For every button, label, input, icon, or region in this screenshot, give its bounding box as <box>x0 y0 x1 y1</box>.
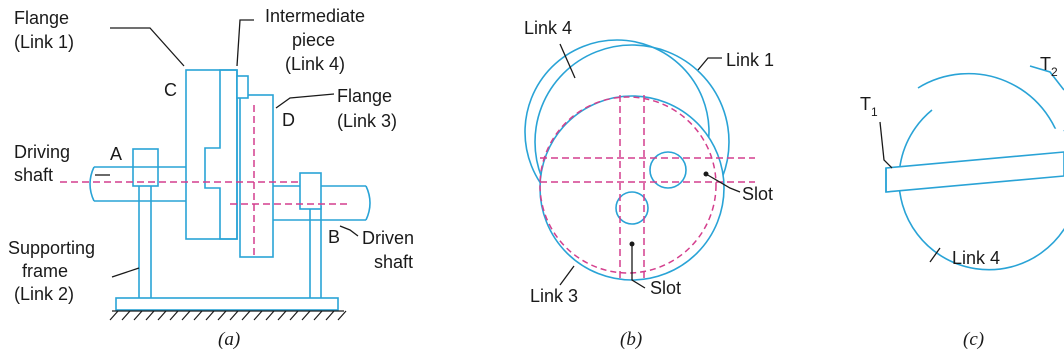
slot-right-circle <box>649 151 687 189</box>
link-1-leader <box>697 57 722 71</box>
flange-3-label-line2: (Link 3) <box>337 111 397 131</box>
link-3-label-b: Link 3 <box>530 286 578 306</box>
frame-label-line1: Supporting <box>8 238 95 258</box>
flange-link-1 <box>185 69 238 240</box>
figure-b-caption: (b) <box>620 329 642 350</box>
base-plate <box>115 297 339 311</box>
flange-1-label-line2: (Link 1) <box>14 32 74 52</box>
figure-a-caption: (a) <box>218 329 240 350</box>
intermediate-leader <box>236 19 254 67</box>
slot-right-label: Slot <box>742 184 773 204</box>
t2-main: T <box>1040 54 1051 74</box>
link-1-label-b: Link 1 <box>726 50 774 70</box>
intermediate-label-line2: piece <box>292 30 335 50</box>
front-disc <box>898 109 1064 271</box>
link-3-leader <box>559 265 575 286</box>
driving-shaft-label-line2: shaft <box>14 165 53 185</box>
frame-label-line3: (Link 2) <box>14 284 74 304</box>
hidden-outline <box>539 96 717 274</box>
slot-bottom-label: Slot <box>650 278 681 298</box>
flange-link-3 <box>239 94 274 258</box>
point-a-label: A <box>110 144 122 164</box>
link-4-label-b: Link 4 <box>524 18 572 38</box>
point-c-label: C <box>164 80 177 100</box>
driven-leader <box>339 225 359 237</box>
t1-main: T <box>860 94 871 114</box>
driven-shaft-label-line1: Driven <box>362 228 414 248</box>
link-4-label-c: Link 4 <box>952 248 1000 268</box>
intermediate-label-line1: Intermediate <box>265 6 365 26</box>
driven-shaft-label-line2: shaft <box>374 252 413 272</box>
slot-right-dot <box>703 171 709 177</box>
driving-shaft-label-line1: Driving <box>14 142 70 162</box>
intermediate-piece-link-4 <box>204 69 238 240</box>
t2-subscript: 2 <box>1051 65 1058 79</box>
point-d-label: D <box>282 110 295 130</box>
flange1-leader <box>110 27 185 67</box>
slot-bottom-leader <box>631 244 646 289</box>
figure-c-intermediate-piece <box>879 65 1064 271</box>
link-4-leader-c <box>929 247 941 263</box>
t1-label: T1 <box>860 94 878 119</box>
slot-right-leader <box>705 173 741 193</box>
tongue-t2 <box>1029 65 1064 91</box>
frame-leader <box>111 267 140 278</box>
point-b-label: B <box>328 227 340 247</box>
ground-hatch <box>109 310 347 321</box>
slot-bottom-dot <box>629 241 635 247</box>
flange3-leader <box>275 93 335 109</box>
t1-subscript: 1 <box>871 105 878 119</box>
figure-b-end-view <box>524 39 755 289</box>
flange-3-label-line1: Flange <box>337 86 392 106</box>
slot-bottom-circle <box>615 191 649 225</box>
flange-1-label-line1: Flange <box>14 8 69 28</box>
intermediate-label-line3: (Link 4) <box>285 54 345 74</box>
frame-label-line2: frame <box>22 261 68 281</box>
figure-a-side-view <box>60 19 371 321</box>
right-bearing <box>299 172 322 210</box>
flange-link-3-tongue <box>236 75 249 99</box>
t1-leader <box>879 121 893 169</box>
figure-c-caption: (c) <box>963 329 984 350</box>
t2-label: T2 <box>1040 54 1058 79</box>
link-4-leader <box>559 43 576 79</box>
